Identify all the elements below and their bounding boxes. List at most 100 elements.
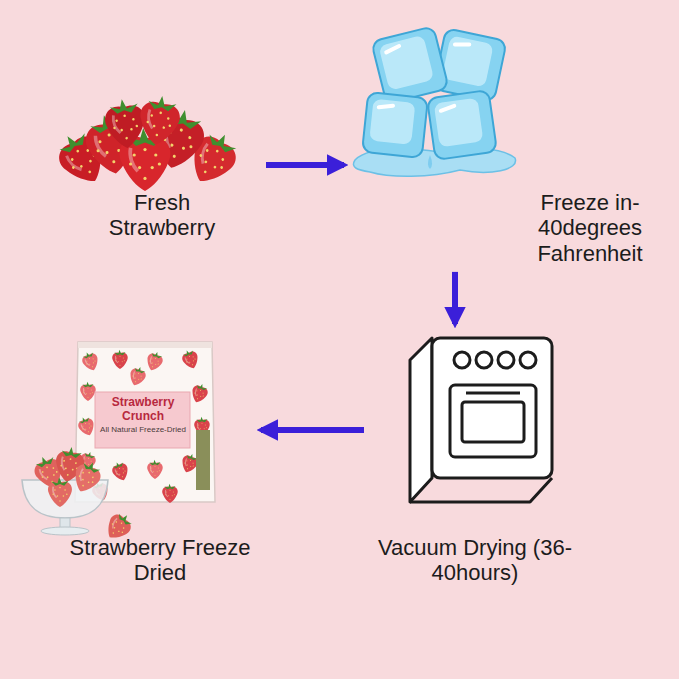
flow-arrow bbox=[261, 427, 364, 433]
berry-seed bbox=[156, 471, 158, 473]
berry-seed bbox=[65, 467, 67, 469]
fresh-strawberry-step: Fresh Strawberry bbox=[40, 95, 260, 241]
berry-seed bbox=[119, 468, 120, 469]
berry-seed bbox=[83, 392, 85, 394]
berry-body bbox=[48, 482, 72, 507]
berry-leaves bbox=[109, 98, 138, 114]
berry-seed bbox=[88, 170, 92, 174]
berry-seed bbox=[66, 493, 68, 495]
berry-seed bbox=[203, 428, 205, 430]
berry-seed bbox=[138, 166, 141, 169]
berry-shine bbox=[95, 134, 106, 157]
dryer-door bbox=[450, 385, 536, 457]
berry-seed bbox=[189, 145, 193, 149]
step-illustration bbox=[370, 330, 580, 535]
berry-seed bbox=[92, 366, 93, 367]
dryer-knob bbox=[476, 352, 492, 368]
berry-seed bbox=[135, 125, 138, 128]
berry-seed bbox=[64, 489, 66, 491]
berry-seed bbox=[118, 530, 120, 532]
cube-glint bbox=[440, 106, 454, 111]
cube-face bbox=[433, 28, 507, 102]
berry-seed bbox=[167, 117, 170, 120]
berry-shine bbox=[185, 357, 190, 365]
berry-leaves bbox=[150, 460, 161, 466]
berry-seed bbox=[88, 471, 90, 473]
berry-body bbox=[147, 463, 163, 479]
berry-seed bbox=[202, 392, 203, 393]
berry-seed bbox=[132, 118, 135, 121]
berry-seed bbox=[121, 531, 123, 533]
strawberry bbox=[189, 382, 210, 405]
berry-leaves bbox=[82, 350, 94, 359]
berry-seed bbox=[186, 361, 187, 362]
berry-leaves bbox=[56, 128, 89, 156]
dryer-base bbox=[410, 478, 552, 502]
dryer-knob bbox=[520, 352, 536, 368]
berry-seed bbox=[132, 375, 133, 376]
berry-seed bbox=[63, 495, 65, 497]
dryer-side bbox=[410, 338, 432, 502]
berry-seed bbox=[213, 165, 217, 169]
berry-shine bbox=[81, 424, 86, 432]
berry-seed bbox=[172, 491, 174, 493]
berry-seed bbox=[138, 373, 139, 374]
berry-seed bbox=[85, 423, 86, 424]
berry-seed bbox=[91, 392, 93, 394]
berry-shine bbox=[149, 356, 154, 364]
berry-seed bbox=[192, 356, 193, 357]
berry-seed bbox=[187, 468, 188, 469]
berry-seed bbox=[190, 466, 191, 467]
berry-seed bbox=[124, 470, 125, 471]
berry-seed bbox=[82, 478, 84, 480]
berry-shine bbox=[165, 490, 167, 497]
berry-seed bbox=[113, 127, 116, 130]
berry-seed bbox=[123, 360, 125, 362]
berry-seed bbox=[92, 481, 94, 483]
berry-seed bbox=[98, 140, 102, 144]
berry-seed bbox=[166, 491, 168, 493]
berry-seed bbox=[114, 527, 116, 529]
berry-seed bbox=[220, 166, 224, 170]
berry-seed bbox=[203, 170, 207, 174]
berry-leaves bbox=[52, 477, 69, 486]
berry-leaves bbox=[115, 350, 126, 356]
berry-seed bbox=[158, 363, 159, 364]
berry-seed bbox=[93, 362, 94, 363]
berry-seed bbox=[92, 358, 93, 359]
berry-seed bbox=[125, 137, 128, 140]
berry-seed bbox=[143, 148, 146, 151]
berry-shine bbox=[146, 109, 155, 128]
berry-seed bbox=[146, 120, 149, 123]
berry-seed bbox=[82, 472, 84, 474]
vacuum-drying-step: Vacuum Drying (36-40hours) bbox=[370, 330, 580, 586]
berry-seed bbox=[88, 431, 89, 432]
berry-shine bbox=[130, 148, 138, 171]
berry-seed bbox=[168, 124, 171, 127]
fresh-strawberries bbox=[50, 93, 244, 192]
berry-seed bbox=[186, 464, 187, 465]
berry-seed bbox=[162, 126, 165, 129]
berry-leaves bbox=[82, 459, 102, 475]
berry-shine bbox=[197, 423, 199, 430]
vacuum-dryer bbox=[410, 338, 552, 502]
berry-seed bbox=[190, 460, 191, 461]
flow-arrow bbox=[452, 272, 458, 324]
berry-shine bbox=[66, 153, 81, 173]
berry-seed bbox=[204, 424, 206, 426]
ice-cube bbox=[427, 90, 497, 160]
berry-seed bbox=[141, 378, 142, 379]
berry-seed bbox=[80, 164, 84, 168]
berry-shine bbox=[39, 468, 47, 481]
berry-seed bbox=[143, 177, 146, 180]
berry-seed bbox=[157, 360, 158, 361]
berry-seed bbox=[94, 360, 95, 361]
strawberry bbox=[103, 97, 147, 149]
berry-seed bbox=[75, 462, 77, 464]
berry-seed bbox=[88, 464, 89, 465]
berry-seed bbox=[123, 527, 125, 529]
strawberry bbox=[53, 445, 87, 484]
berry-seed bbox=[86, 360, 87, 361]
berry-seed bbox=[96, 149, 100, 153]
